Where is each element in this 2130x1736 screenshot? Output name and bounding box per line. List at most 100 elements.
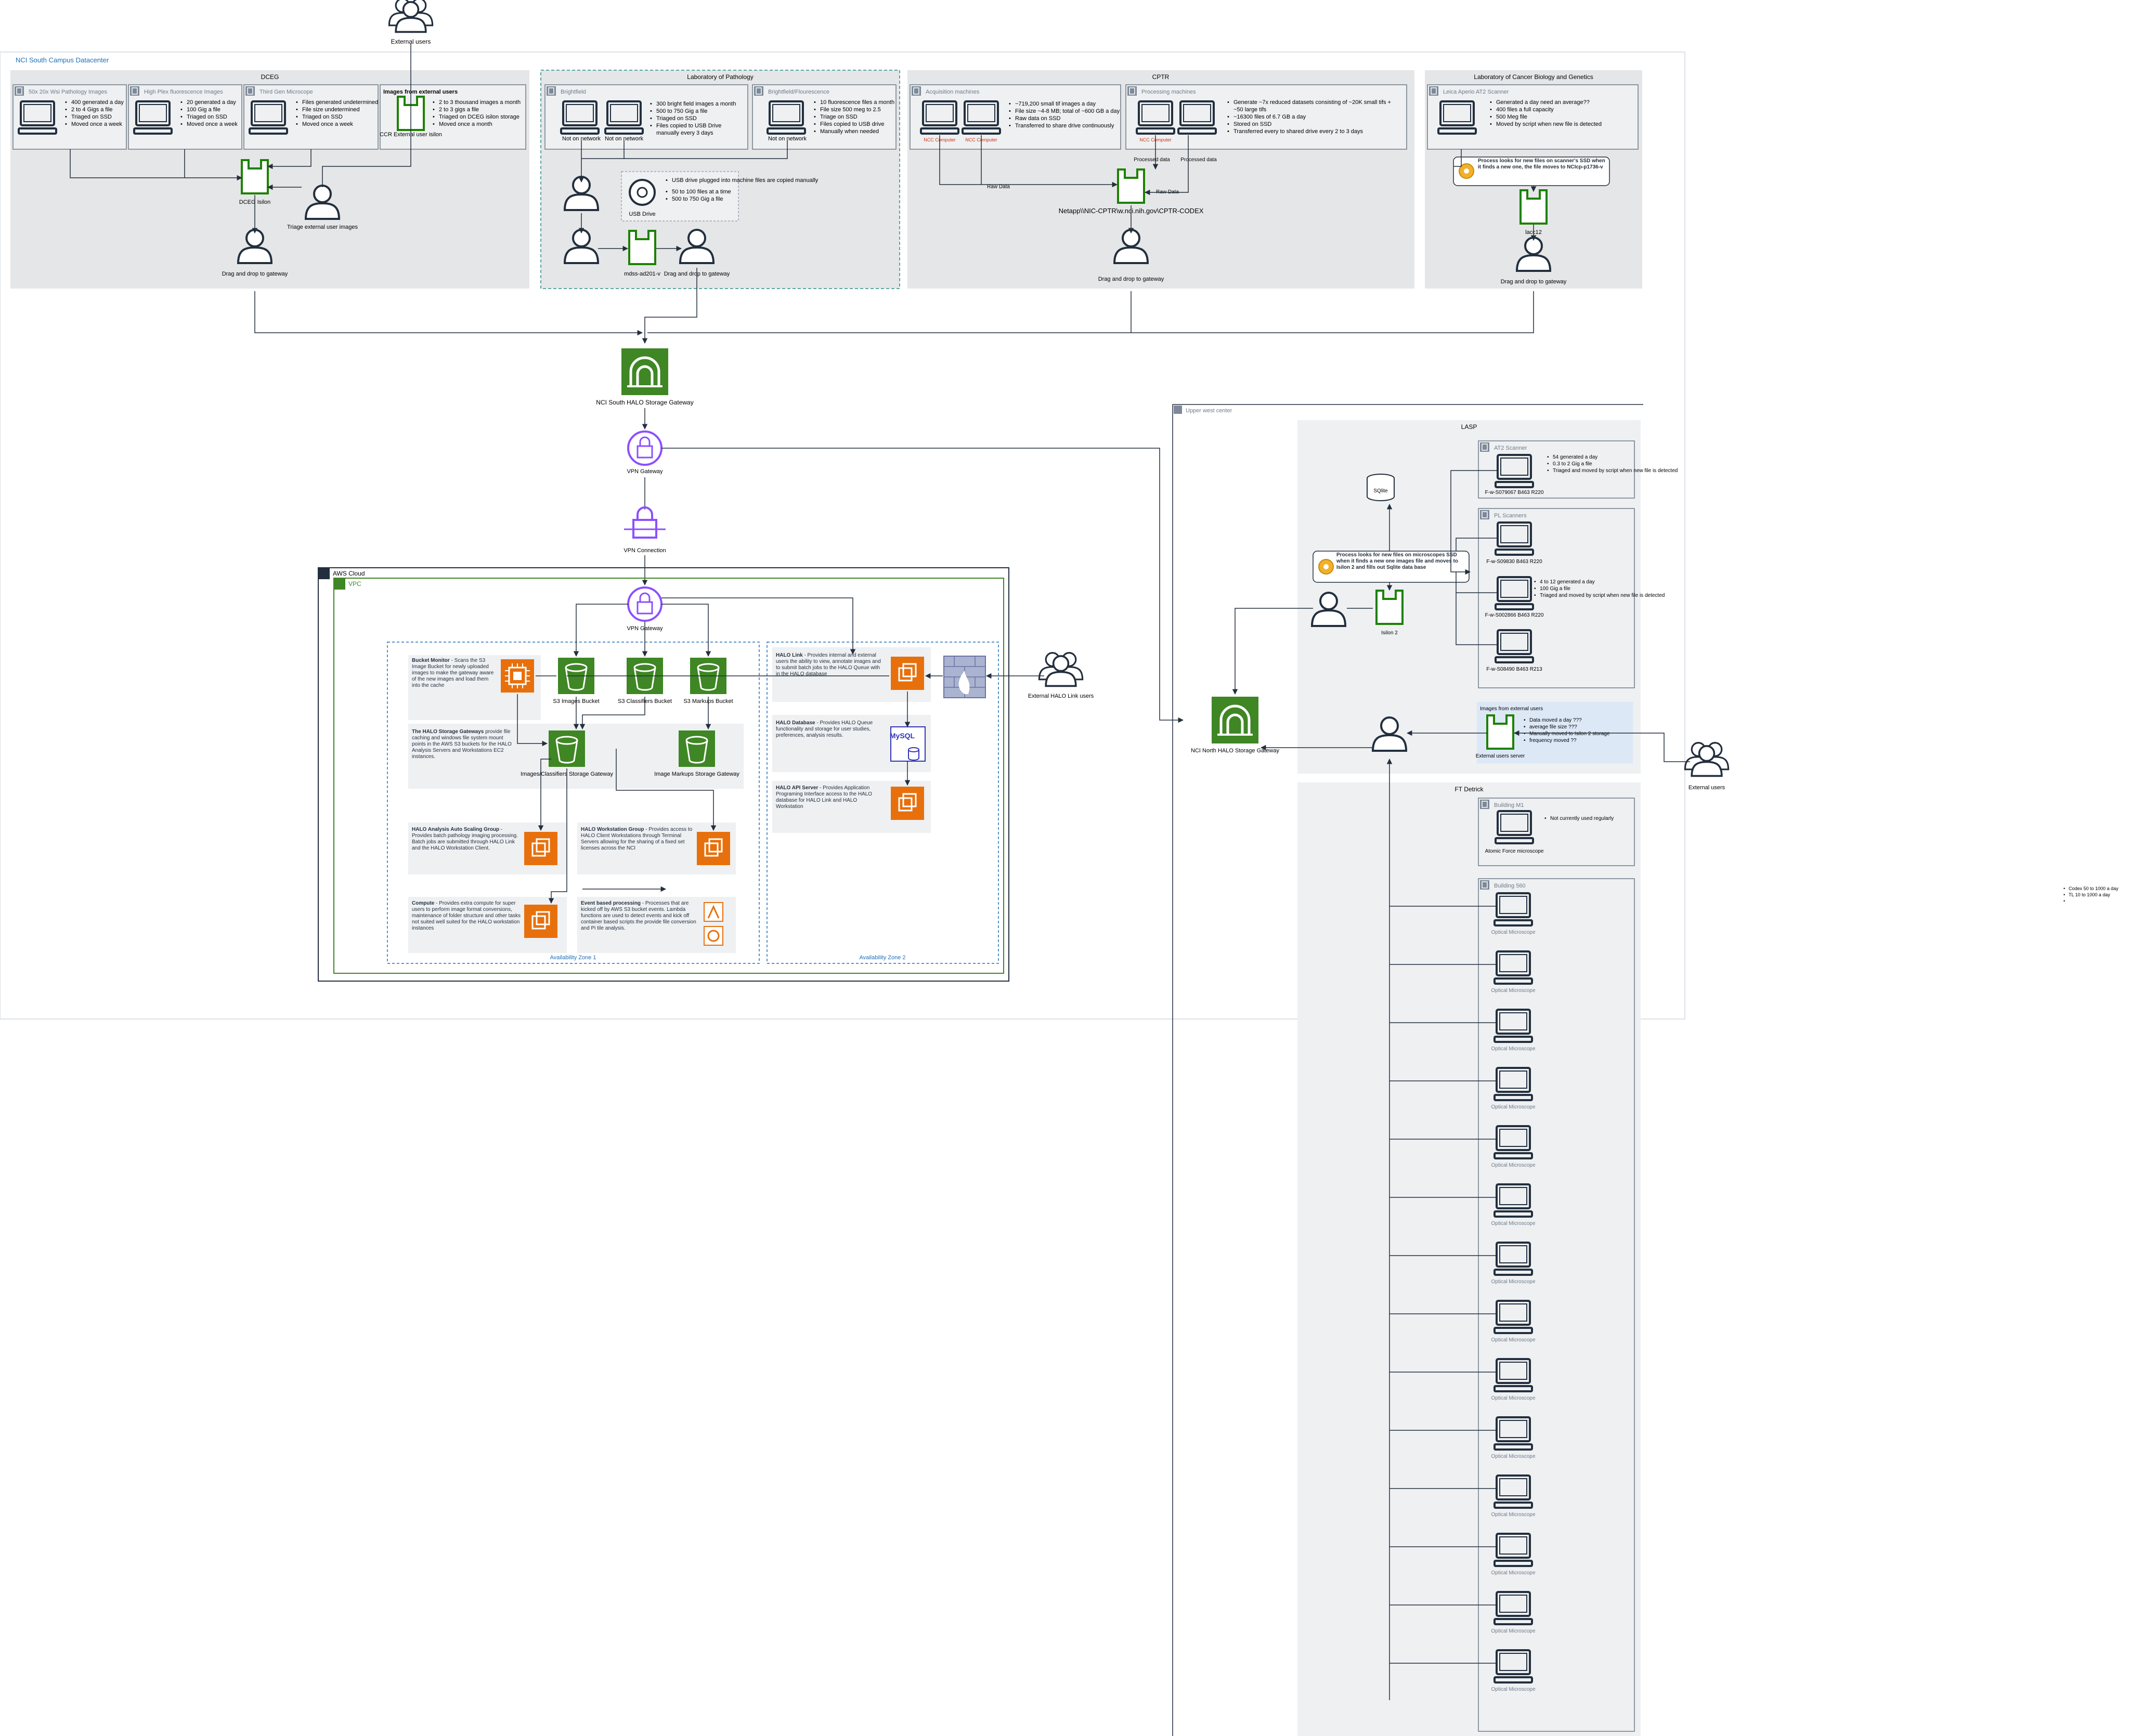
north-halo-gateway-label: NCI North HALO Storage Gateway [1191,748,1279,754]
bullet-marker: • [1227,121,1229,127]
external-users-right-icon [1685,743,1728,776]
bullet-marker: • [296,107,298,113]
lcbg-sub [1427,84,1639,150]
bullet-marker: • [650,123,652,129]
cptr-sub-0-b1: File size ~4-8 MB; total of ~600 GB a da… [1015,108,1120,114]
workstation-fo: HALO Workstation Group - Provides access… [581,827,693,851]
usb-b0: USB drive plugged into machine files are… [672,177,819,184]
storage-gateway-desc: provide file caching and windows file sy… [412,729,512,760]
vpn-gateway-top-icon [627,430,663,466]
bullet-marker: • [1547,468,1549,474]
bullet-marker: • [650,101,652,107]
at2-host: F-w-S079067 B463 R220 [1485,490,1544,495]
lambda-icon [704,902,723,922]
aws-connectors [517,448,1184,904]
group-icon [245,86,255,96]
optical-microscope: Optical Microscope [1491,1125,1536,1168]
bullet-marker: • [2063,898,2065,904]
north-dc-label: Upper west center [1186,408,1232,414]
vpn-gateway-top-label: VPN Gateway [627,468,663,475]
lp-sub-0-b0: 300 bright field images a month [656,101,736,107]
bullet-marker: • [814,107,816,113]
bullet-marker: • [65,99,67,106]
pl-host-2: F-w-S002866 B463 R220 [1485,612,1544,618]
microscope-label: Optical Microscope [1491,1628,1535,1634]
halo-link-desc: - Provides internal and external users t… [776,652,881,677]
bullet-marker: • [666,189,668,195]
bullet-marker: • [1009,101,1011,107]
south-halo-gateway-icon [621,348,668,395]
cptr-drag-label: Drag and drop to gateway [1098,276,1164,282]
group-icon [14,86,24,96]
optical-microscope: Optical Microscope [1491,1649,1536,1692]
north-halo-gateway-icon [1212,697,1258,743]
at2-b2: Triaged and moved by script when new fil… [1553,468,1678,474]
group-icon [1479,799,1490,810]
processed-data-label-1: Processed data [1134,157,1170,163]
cptr-sub-0-title: Acquisition machines [926,89,980,95]
halo-api-fo: HALO API Server - Provides Application P… [776,785,872,810]
bullet-marker: • [1534,593,1536,598]
external-users-right-label: External users [1689,785,1725,791]
north-datacenter-frame [1172,404,1643,1736]
cptr-title: CPTR [1152,73,1170,81]
optical-microscope: Optical Microscope [1491,1009,1536,1052]
north-script-fo: Process looks for new files on microscop… [1336,552,1458,570]
event-fo: Event based processing - Processes that … [581,900,696,931]
dceg-sub-2-title: Third Gen Microcope [259,89,313,95]
optical-microscope: Optical Microscope [1491,1533,1536,1576]
dceg-sub-2-b0: Files generated undetermined [302,99,378,106]
group-icon [754,86,764,96]
vpn-gateway-aws-icon [627,586,663,622]
bullet-marker: • [666,177,668,184]
dceg-sub-3: Images from external users CCR External … [380,84,526,150]
south-datacenter-label: NCI South Campus Datacenter [16,56,109,64]
ext-b3: frequency moved ?? [1529,738,1577,743]
lcbg-group: Laboratory of Cancer Biology and Genetic… [1425,70,1642,289]
event-title: Event based processing [581,900,641,906]
bullet-marker: • [814,121,816,127]
workstation-desc: - Provides access to HALO Client Worksta… [581,827,693,851]
cptr-sub-1-title: Processing machines [1141,89,1196,95]
vpc-icon [334,578,345,590]
dceg-sub-2-b2: Triaged on SSD [302,114,343,120]
north-script-gear-icon [1318,559,1334,575]
event-desc: - Processes that are kicked off by AWS S… [581,900,696,931]
pl-host-3: F-w-S08490 B463 R213 [1486,667,1542,672]
compute-icon [523,904,559,939]
dceg-sub-1-b1: 100 Gig a file [187,107,220,113]
dceg-sub-0-title: 50x 20x Wsi Pathology Images [29,89,108,95]
bullet-marker: • [1490,107,1492,113]
lcbg-b2: 500 Meg file [1496,114,1527,120]
cptr-sub-1-b3: Stored on SSD [1233,121,1271,127]
bullet-marker: • [2063,892,2065,897]
building-m-b0: Not currently used regularly [1550,816,1614,821]
aws-cloud-label: AWS Cloud [333,570,365,577]
microscope-label: Optical Microscope [1491,988,1535,994]
lp-sub-0-b2: Triaged on SSD [656,115,697,122]
dceg-group: DCEG 50x 20x Wsi Pathology Images •400 g… [10,70,529,289]
external-users-top-icon [389,0,432,32]
microscope-label: Optical Microscope [1491,930,1535,935]
at2-b0: 54 generated a day [1553,454,1598,460]
microscope-label: Optical Microscope [1491,1163,1535,1168]
south-connectors [70,44,1537,344]
bullet-marker: • [65,107,67,113]
bullet-marker: • [1524,738,1526,743]
halo-link-fo: HALO Link - Provides internal and extern… [776,652,881,677]
bullet-marker: • [433,99,435,106]
building-560-title: Building 560 [1494,883,1526,889]
bullet-marker: • [180,121,183,127]
dceg-sub-0-b0: 400 generated a day [71,99,124,106]
lp-sub-1-title: Brightfield/Flourescence [768,89,829,95]
bullet-marker: • [1524,724,1526,730]
group-icon [1428,86,1439,96]
dceg-sub-0: 50x 20x Wsi Pathology Images • 400 genera… [12,84,127,150]
lp-sub-0: Brightfield Not on network Not on networ… [544,84,748,150]
bullet-marker: • [1524,731,1526,737]
optical-microscope: Optical Microscope [1491,1300,1536,1343]
far-right-notes: •Codex 50 to 1000 a day •TL 10 to 1000 a… [2063,886,2119,904]
autoscaling-title: HALO Analysis Auto Scaling Group [412,827,500,832]
vpn-connection-label: VPN Connection [624,547,666,554]
storage-gateway-title: The HALO Storage Gateways [412,729,484,735]
